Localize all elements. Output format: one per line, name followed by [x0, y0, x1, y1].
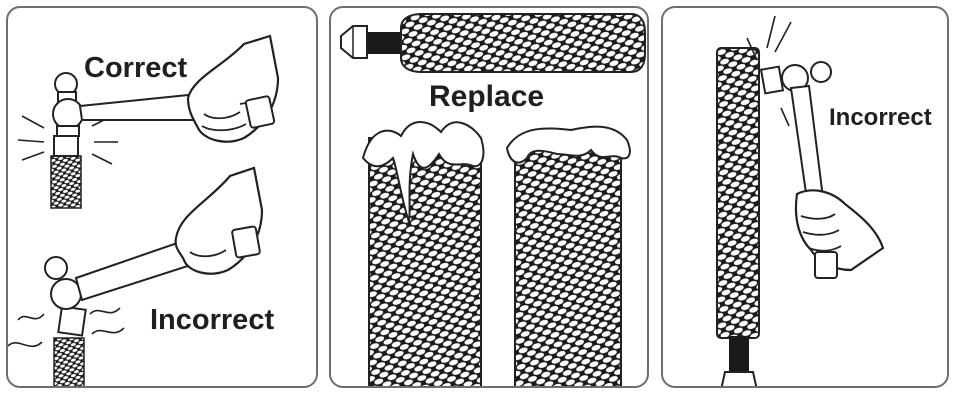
caption-correct: Correct: [84, 54, 187, 83]
tool-with-new-grip: [341, 14, 645, 72]
end-strike-illustration: [663, 8, 949, 388]
worn-grip-right: [507, 127, 630, 388]
grip-mesh-top: [51, 156, 81, 208]
panel-incorrect-end-strike: Incorrect: [661, 6, 949, 388]
panel-hammer-technique: Correct Incorrect: [6, 6, 318, 388]
caption-incorrect-right: Incorrect: [829, 106, 932, 130]
caption-incorrect-left: Incorrect: [150, 306, 274, 335]
hammer-right: [747, 16, 883, 278]
vertical-grip: [717, 48, 759, 338]
grip-mesh-bottom: [54, 338, 84, 388]
worn-grip-left: [363, 122, 483, 388]
caption-replace: Replace: [429, 82, 544, 112]
panel-replace-grip: Replace: [329, 6, 649, 388]
worn-grip-illustration: [331, 8, 649, 388]
incorrect-hammer-group: [8, 168, 262, 388]
chisel-head-top: [54, 136, 78, 156]
